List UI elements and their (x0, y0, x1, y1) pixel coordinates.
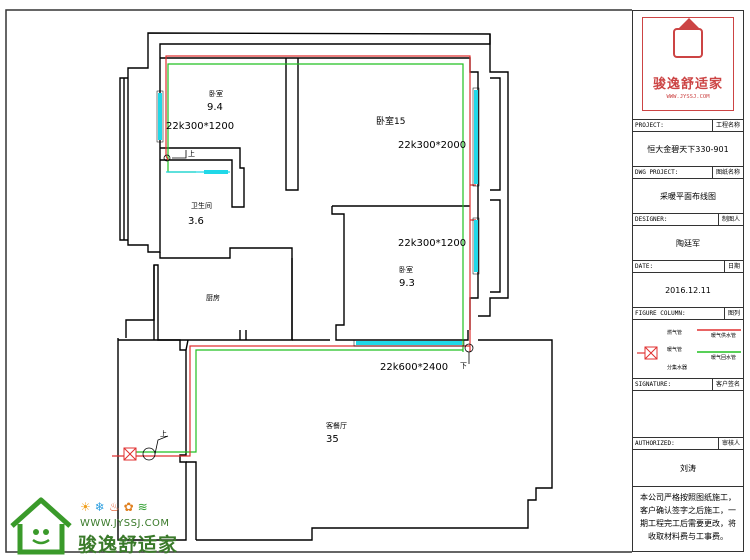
room-name-master: 卧室15 (376, 115, 405, 127)
supply-pipe-lower (112, 345, 470, 457)
logo-url: WWW.JYSSJ.COM (666, 94, 710, 100)
designer-value: 陶廷军 (633, 226, 743, 261)
authorized-value: 刘涛 (633, 450, 743, 487)
return-pipe-lower (130, 349, 463, 453)
radiator-label-bedroom-2: 22k300*1200 (398, 238, 466, 249)
authorized-header: AUTHORIZED: 审核人 (633, 438, 743, 450)
floor-plan: 上 下 上 卧室 9.4 22k300*1200 卧室15 22k300*200… (5, 9, 632, 553)
legend: 燃气管 暖气供水管 暖气管 暖气回水管 分集水器 (633, 320, 743, 379)
title-block-logo: 骏逸舒适家 WWW.JYSSJ.COM (633, 11, 743, 120)
house-logo-icon (673, 18, 703, 58)
project-value: 恒大金碧天下330-901 (633, 132, 743, 167)
radiator-label-bedroom-1: 22k300*1200 (166, 121, 234, 132)
room-area-living: 35 (326, 434, 339, 445)
drawing-frame (5, 9, 632, 553)
project-header: PROJECT: 工程名称 (633, 120, 743, 132)
brand-name: 骏逸舒适家 (78, 534, 179, 556)
designer-header: DESIGNER: 制图人 (633, 214, 743, 226)
manifold-legend-icon (637, 346, 658, 360)
riser-label-down-1: 下 (460, 362, 467, 370)
water-drop-icon: ♨ (108, 500, 124, 514)
room-name-living: 客餐厅 (326, 421, 347, 430)
date-value: 2016.12.11 (633, 273, 743, 308)
room-area-bedroom-2: 9.3 (399, 278, 415, 289)
radiator-label-living: 22k600*2400 (380, 362, 448, 373)
dwg-value: 采暖平面布线图 (633, 179, 743, 214)
room-name-bedroom-1: 卧室 (209, 89, 223, 98)
manifold (123, 447, 137, 461)
riser-label-up-2: 上 (160, 429, 167, 438)
logo-name: 骏逸舒适家 (652, 77, 723, 92)
room-area-bedroom-1: 9.4 (207, 102, 223, 113)
heating-pipes (112, 55, 476, 457)
brand-feature-icons: ☀❄♨✿≋ (80, 500, 152, 514)
radiator-label-master: 22k300*2000 (398, 140, 466, 151)
dwg-header: DWG PROJECT: 图纸名称 (633, 167, 743, 179)
room-name-bedroom-2: 卧室 (399, 265, 413, 274)
date-header: DATE: 日期 (633, 261, 743, 273)
title-block: 骏逸舒适家 WWW.JYSSJ.COM PROJECT: 工程名称 恒大金碧天下… (632, 10, 744, 552)
figure-header: FIGURE COLUMN: 图列 (633, 308, 743, 320)
walls (117, 32, 553, 541)
snowflake-icon: ❄ (94, 500, 109, 514)
radiators (158, 90, 478, 345)
room-name-bath: 卫生间 (191, 201, 212, 210)
brand-url: WWW.JYSSJ.COM (80, 518, 170, 529)
disclaimer-note: 本公司严格按照图纸施工，客户确认签字之后施工，一期工程完工后需要更改，将收取材料… (640, 493, 736, 541)
fan-icon: ✿ (123, 500, 138, 514)
room-name-kitchen: 厨房 (206, 293, 220, 302)
supply-pipe-upper (165, 55, 471, 352)
signature-value (633, 391, 743, 438)
riser-label-up-1: 上 (188, 149, 195, 158)
riser-symbols (142, 150, 474, 461)
wifi-icon: ≋ (137, 500, 152, 514)
signature-header: SIGNATURE: 客户签名 (633, 379, 743, 391)
room-area-bath: 3.6 (188, 216, 204, 227)
sun-icon: ☀ (80, 500, 95, 514)
brand-house-icon (10, 497, 72, 555)
brand-watermark: ☀❄♨✿≋ WWW.JYSSJ.COM 骏逸舒适家 (6, 496, 206, 556)
